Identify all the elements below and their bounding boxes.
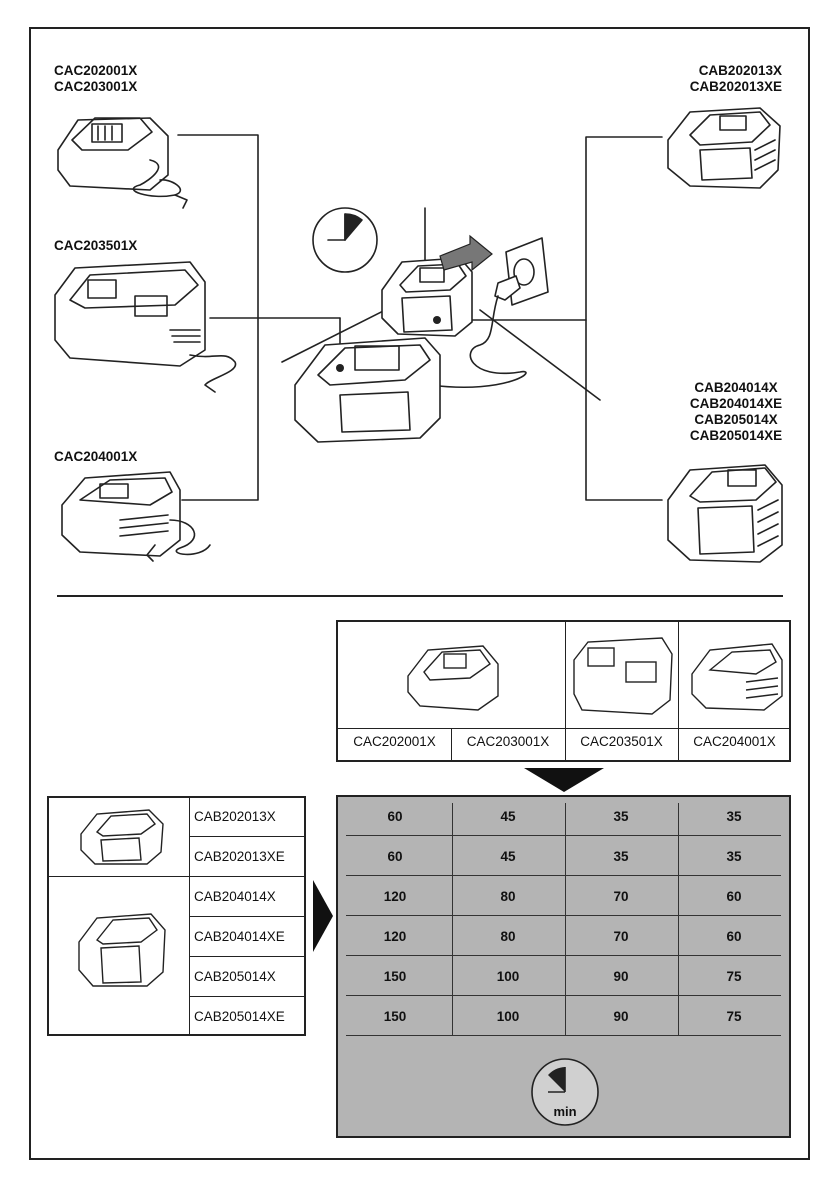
- time-cell: 80: [500, 929, 516, 944]
- time-cell: 150: [383, 1009, 407, 1024]
- charger-label-1: CAC202001X CAC203001X: [54, 63, 138, 94]
- arrow-right-icon: [313, 880, 333, 952]
- battery-label-2: CAB204014X CAB204014XE CAB205014X CAB205…: [689, 380, 783, 443]
- charger-icon-2: [54, 261, 237, 393]
- clock-unit-label: min: [553, 1104, 576, 1119]
- clock-icon-top: [312, 207, 378, 273]
- time-cell: 60: [726, 929, 742, 944]
- right-bracket-line: [585, 136, 663, 501]
- arrow-down-icon: [524, 768, 604, 792]
- battery-icon-2: [667, 464, 783, 563]
- time-cell: 45: [500, 809, 516, 824]
- charger-label-3: CAC204001X: [54, 449, 138, 464]
- charger-label-2: CAC203501X: [54, 238, 138, 253]
- section-divider: [57, 595, 783, 597]
- battery-row-6: CAB205014XE: [194, 1009, 285, 1024]
- charger-col-1: CAC202001X: [353, 734, 436, 749]
- time-cell: 35: [726, 849, 742, 864]
- time-cell: 75: [726, 969, 742, 984]
- battery-label-1: CAB202013X CAB202013XE: [689, 63, 782, 94]
- time-cell: 120: [383, 889, 407, 904]
- charge-time-grid: 60 45 35 35 60 45 35 35 120 80 70 60 120…: [336, 795, 791, 1138]
- battery-row-5: CAB205014X: [194, 969, 276, 984]
- battery-row-4: CAB204014XE: [194, 929, 285, 944]
- time-cell: 70: [613, 889, 629, 904]
- charger-icon-center: [294, 337, 441, 443]
- clock-icon: min: [531, 1058, 599, 1126]
- time-cell: 120: [383, 929, 407, 944]
- time-cell: 35: [613, 809, 629, 824]
- charger-col-2: CAC203001X: [466, 734, 550, 749]
- battery-icon-1: [667, 107, 781, 189]
- time-cell: 90: [613, 969, 629, 984]
- time-cell: 100: [496, 1009, 520, 1024]
- time-cell: 75: [726, 1009, 742, 1024]
- charger-table: CAC202001X CAC203001X CAC203501X CAC2040…: [336, 620, 791, 762]
- time-cell: 90: [613, 1009, 629, 1024]
- battery-icon-center: [381, 257, 473, 337]
- top-illustration: [54, 107, 783, 563]
- battery-row-2: CAB202013XE: [194, 849, 285, 864]
- time-cell: 80: [500, 889, 516, 904]
- time-cell: 70: [613, 929, 629, 944]
- charger-icon-1: [57, 117, 188, 209]
- charger-col-4: CAC204001X: [693, 734, 776, 749]
- charger-icon-cell-2: [573, 637, 673, 715]
- charger-icon-3: [61, 471, 211, 562]
- time-cell: 45: [500, 849, 516, 864]
- charger-icon-cell-3: [691, 643, 783, 711]
- battery-icon-cell-2: [78, 913, 166, 987]
- charger-col-3: CAC203501X: [580, 734, 663, 749]
- time-cell: 60: [387, 849, 403, 864]
- plug-icon: [429, 237, 549, 389]
- time-cell: 35: [726, 809, 742, 824]
- battery-table: CAB202013X CAB202013XE CAB204014X CAB204…: [47, 796, 306, 1036]
- charger-icon-cell-1: [407, 645, 499, 711]
- time-cell: 100: [496, 969, 520, 984]
- battery-row-1: CAB202013X: [194, 809, 276, 824]
- time-cell: 150: [383, 969, 407, 984]
- battery-row-3: CAB204014X: [194, 889, 276, 904]
- page-frame: [29, 27, 810, 1160]
- time-cell: 60: [387, 809, 403, 824]
- battery-icon-cell-1: [80, 809, 164, 865]
- time-cell: 35: [613, 849, 629, 864]
- time-cell: 60: [726, 889, 742, 904]
